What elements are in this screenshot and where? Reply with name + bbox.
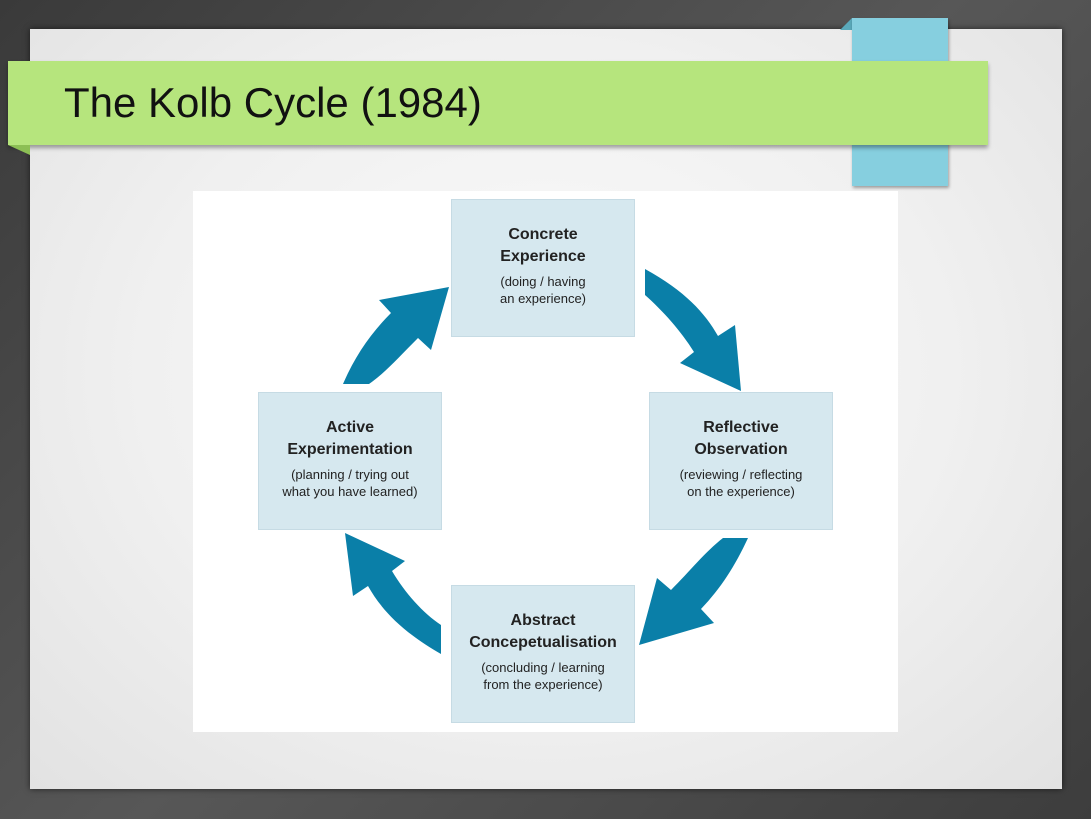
accent-tab-fold — [840, 18, 852, 30]
title-bar-fold — [8, 145, 30, 155]
arrow-abstract-to-active — [345, 533, 441, 654]
node-desc-line: (doing / having — [500, 274, 586, 289]
kolb-cycle-diagram: Concrete Experience (doing / having an e… — [193, 191, 898, 732]
node-abstract-conceptualisation: Abstract Concepetualisation (concluding … — [451, 585, 635, 723]
node-title-line: Abstract — [510, 612, 576, 629]
node-desc-line: on the experience) — [687, 484, 795, 499]
node-active-experimentation: Active Experimentation (planning / tryin… — [258, 392, 442, 530]
node-title-line: Experience — [500, 248, 586, 265]
node-desc-line: (concluding / learning — [481, 660, 605, 675]
slide-title: The Kolb Cycle (1984) — [64, 79, 482, 126]
cycle-arrows — [343, 269, 748, 654]
node-title-line: Reflective — [703, 419, 779, 436]
node-title-line: Concrete — [508, 226, 578, 243]
node-desc-line: what you have learned) — [282, 484, 418, 499]
node-desc-line: (planning / trying out — [291, 467, 409, 482]
node-title-line: Observation — [694, 441, 788, 458]
node-desc-line: (reviewing / reflecting — [679, 467, 803, 482]
node-reflective-observation: Reflective Observation (reviewing / refl… — [649, 392, 833, 530]
arrow-concrete-to-reflective — [645, 269, 741, 391]
arrow-active-to-concrete — [343, 287, 449, 384]
node-title-line: Experimentation — [287, 441, 413, 458]
node-desc-line: from the experience) — [483, 677, 603, 692]
node-concrete-experience: Concrete Experience (doing / having an e… — [451, 199, 635, 337]
arrow-reflective-to-abstract — [639, 538, 748, 645]
title-bar: The Kolb Cycle (1984) — [8, 61, 988, 145]
node-title-line: Active — [325, 419, 375, 436]
node-title-line: Concepetualisation — [469, 634, 617, 651]
node-desc-line: an experience) — [500, 291, 586, 306]
